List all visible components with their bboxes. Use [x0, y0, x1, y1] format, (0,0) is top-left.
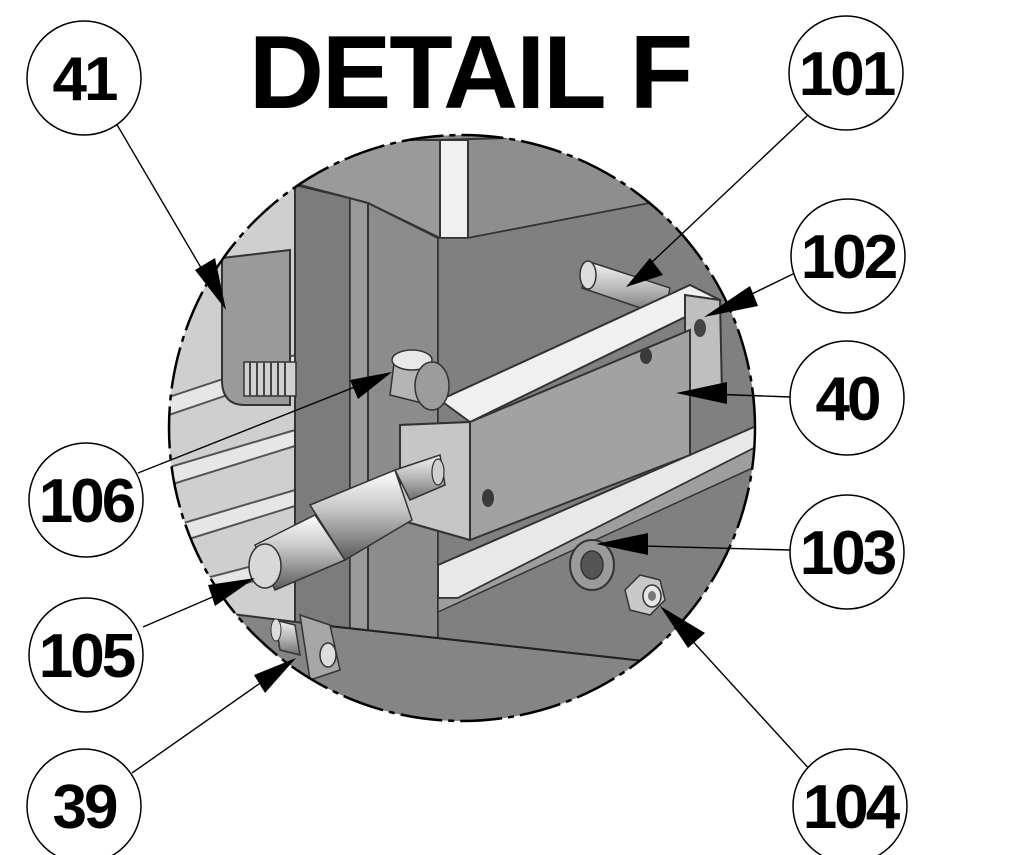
callout-102-label: 102	[801, 223, 896, 292]
callout-104: 104	[792, 748, 908, 855]
callout-41: 41	[26, 20, 142, 136]
leader-lines	[115, 114, 813, 774]
callout-102: 102	[790, 198, 906, 314]
callout-105-label: 105	[39, 622, 135, 691]
callout-40: 40	[789, 340, 905, 456]
callout-40-label: 40	[816, 365, 879, 434]
callout-106: 106	[28, 442, 144, 558]
detail-boundary	[167, 133, 757, 723]
callout-105: 105	[28, 597, 144, 713]
detail-view	[169, 135, 755, 721]
callout-103: 103	[789, 494, 905, 610]
callout-101: 101	[788, 15, 904, 131]
callout-106-label: 106	[39, 467, 135, 536]
callout-41-label: 41	[53, 45, 117, 114]
callout-103-label: 103	[800, 519, 896, 588]
callout-101-label: 101	[799, 40, 895, 109]
callout-104-label: 104	[803, 773, 901, 842]
callout-39: 39	[26, 748, 142, 855]
detail-title: DETAIL F	[249, 15, 691, 131]
callout-39-label: 39	[53, 773, 117, 842]
